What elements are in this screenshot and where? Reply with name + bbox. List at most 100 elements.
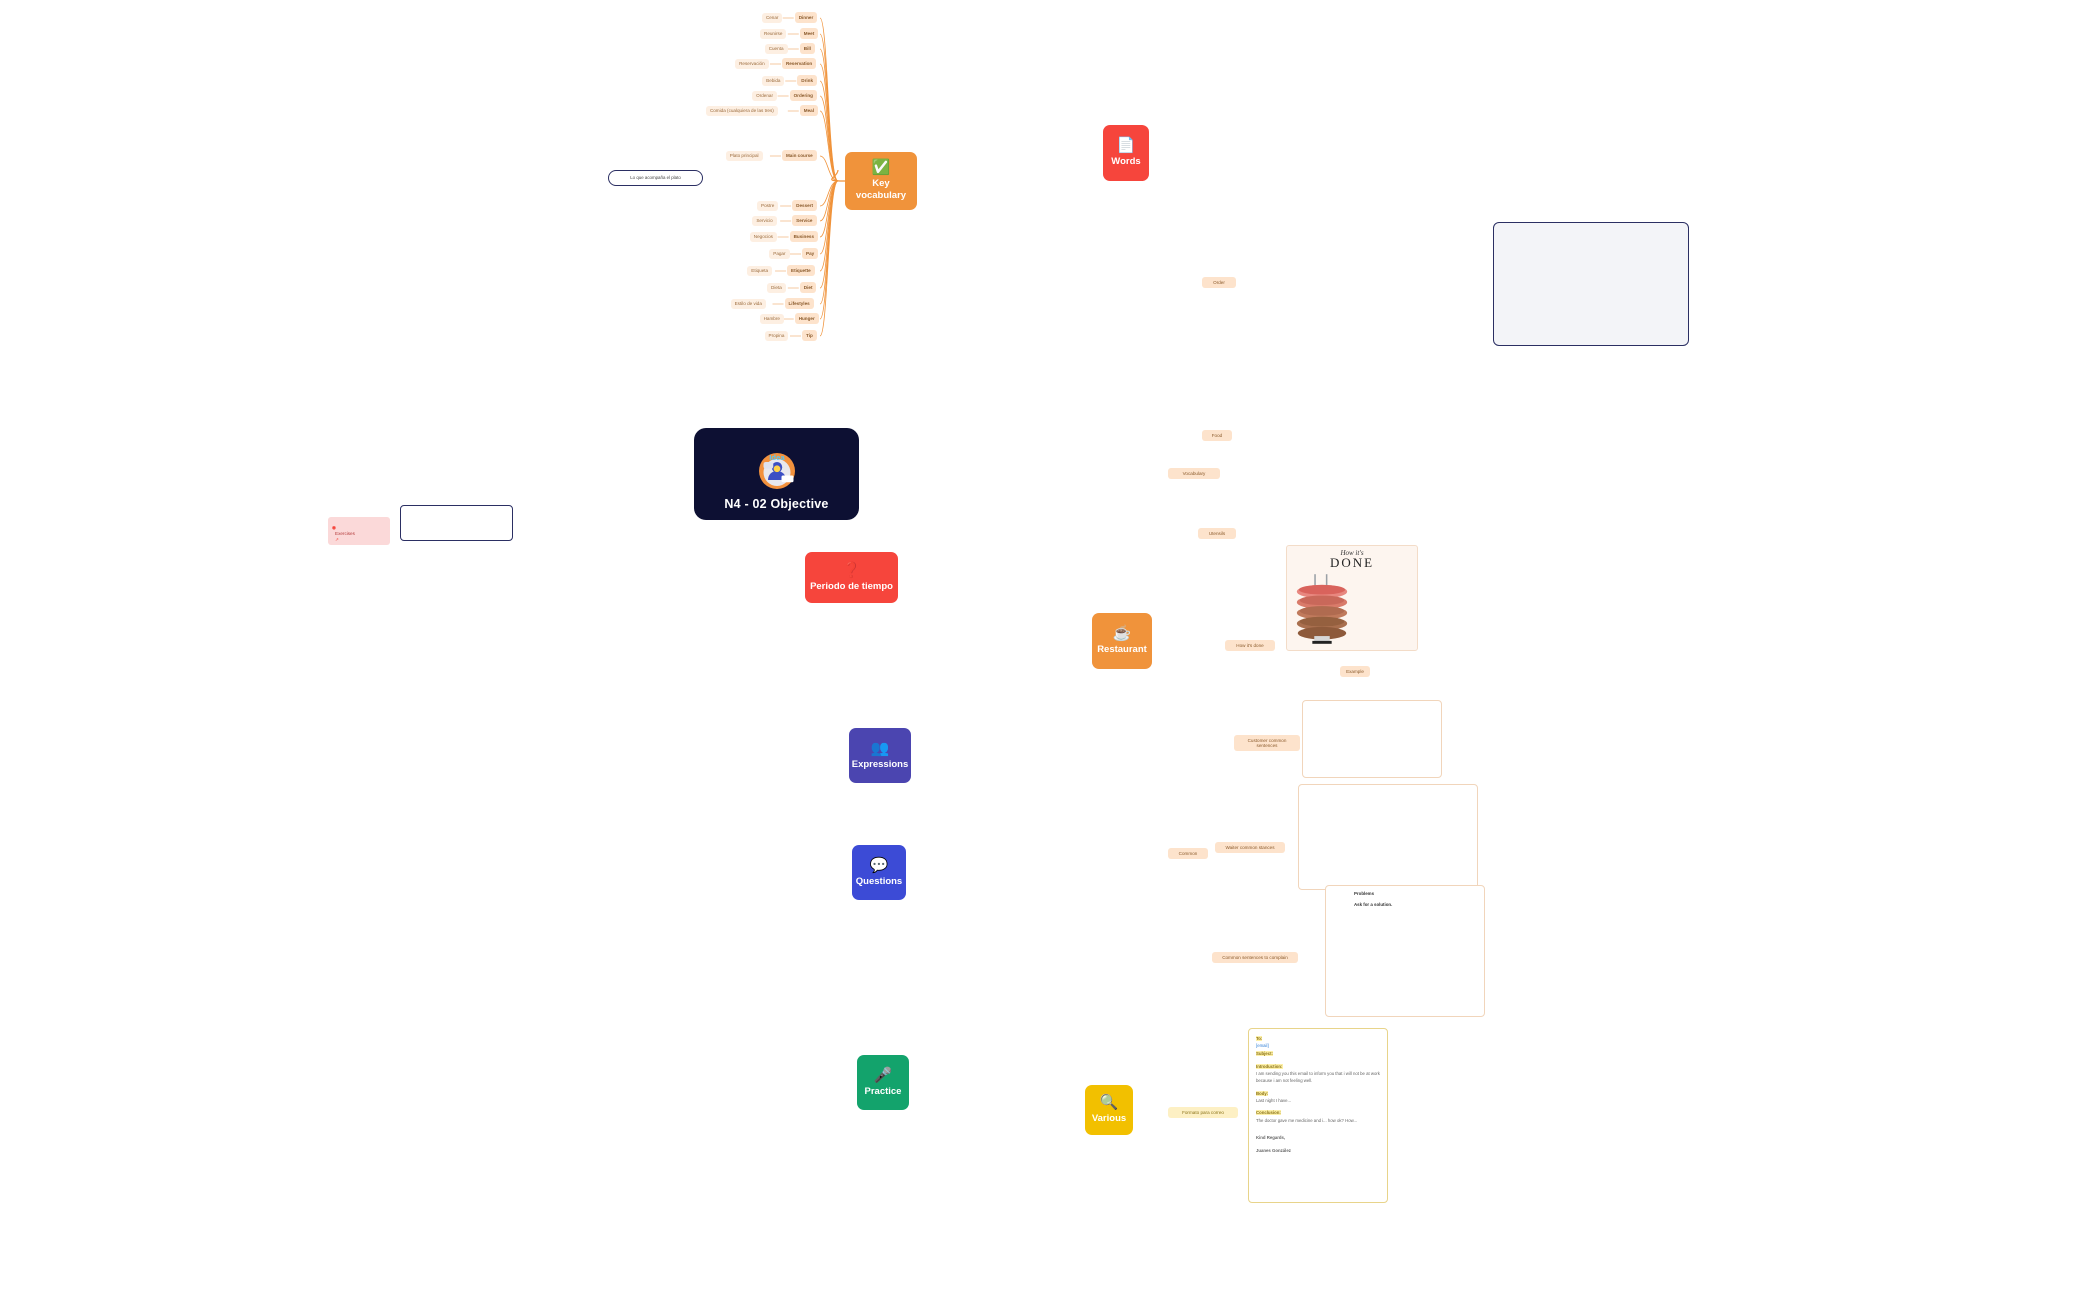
email-body-text: Last night I have... (1256, 1098, 1292, 1104)
customer-common-sentences-label[interactable]: Customer common sentences (1234, 735, 1300, 752)
kv-en-drink[interactable]: Drink (797, 75, 817, 86)
how-its-done-label[interactable]: How it's done (1225, 640, 1275, 651)
kv-en-lifestyles[interactable]: Lifestyles (784, 298, 814, 309)
kv-es-2[interactable]: Cuenta (764, 43, 788, 55)
topic-restaurant-label: Restaurant (1097, 644, 1147, 656)
topic-periodo-de-tiempo[interactable]: ❓ Periodo de tiempo (805, 552, 898, 603)
topic-key-vocabulary[interactable]: ✅ Key vocabulary (845, 152, 917, 210)
kv-es-13[interactable]: Dieta (767, 282, 786, 294)
poster-big-title: DONE (1329, 555, 1375, 570)
topic-various[interactable]: 🔍 Various (1085, 1085, 1133, 1135)
question-mark-icon: ❓ (842, 561, 861, 579)
kv-es-11[interactable]: Pagar (769, 248, 790, 260)
email-body-label: Body: (1256, 1090, 1269, 1096)
kv-es-7[interactable]: Plato principal (725, 150, 763, 162)
email-conclusion-label: Conclusion: (1256, 1110, 1281, 1116)
topic-restaurant[interactable]: ☕ Restaurant (1092, 613, 1152, 669)
complain-card: Problems Ask for a solution. (1325, 885, 1485, 1017)
problems-title: Problems (1354, 891, 1375, 896)
kv-es-3[interactable]: Reservación (735, 58, 769, 70)
topic-expressions-label: Expressions (851, 758, 909, 770)
poster-script-title: How it's (1340, 549, 1364, 557)
topic-words[interactable]: 📄 Words (1103, 125, 1149, 181)
meeting-people-icon: 👥 (870, 739, 890, 757)
how-its-done-poster: How it's DONE (1286, 545, 1418, 651)
svg-text:Idea: Idea (769, 453, 785, 462)
kv-es-1[interactable]: Reunirse (760, 28, 787, 40)
kv-es-8[interactable]: Postre (757, 200, 779, 212)
central-node[interactable]: Idea N4 - 02 Objective (694, 428, 859, 520)
common-label[interactable]: Common (1168, 848, 1208, 859)
order-label[interactable]: Order (1202, 277, 1236, 288)
kv-en-service[interactable]: Service (792, 215, 817, 226)
solution-title: Ask for a solution. (1354, 902, 1393, 907)
topic-periodo-label: Periodo de tiempo (810, 580, 893, 592)
microphone-icon: 🎤 (873, 1066, 893, 1084)
formato-correo-label[interactable]: Formato para correo (1168, 1107, 1238, 1118)
utensils-label[interactable]: Utensils (1198, 528, 1236, 539)
kv-en-diet[interactable]: Diet (799, 282, 817, 293)
email-signoff: Kind Regards, (1256, 1134, 1286, 1140)
customer-sentences-card (1302, 700, 1442, 778)
email-signature: Juanes González (1256, 1148, 1291, 1154)
kv-en-business[interactable]: Business (789, 231, 819, 242)
coffee-cup-icon: ☕ (1112, 625, 1132, 643)
email-intro-body: I am sending you this email to inform yo… (1256, 1071, 1380, 1084)
topic-practice[interactable]: 🎤 Practice (857, 1055, 909, 1110)
kv-en-dinner[interactable]: Dinner (794, 12, 818, 23)
waiter-stances-card (1298, 784, 1478, 890)
kv-en-meet[interactable]: Meet (799, 28, 819, 39)
exercises-chip[interactable]: ◉ Exercises ↗ (328, 517, 390, 545)
kv-en-etiquette[interactable]: Etiquette (787, 265, 815, 276)
topic-questions[interactable]: 💬 Questions (852, 845, 906, 900)
waiter-common-stances-label[interactable]: Waiter common stances (1215, 842, 1285, 853)
topic-key-vocabulary-label: Key vocabulary (855, 178, 907, 201)
example-label[interactable]: Example (1340, 666, 1370, 677)
topic-words-label: Words (1111, 156, 1141, 168)
email-subject-label: Subject: (1256, 1050, 1273, 1056)
kv-es-12[interactable]: Etiqueta (747, 265, 773, 277)
kv-en-ordering[interactable]: Ordering (789, 90, 817, 101)
external-link-icon[interactable]: ↗ (335, 536, 339, 542)
email-template-card: To: [email] Subject: Introduction: I am … (1248, 1028, 1388, 1203)
exercises-label: Exercises (335, 530, 355, 536)
exercises-card (400, 505, 513, 541)
kv-es-15[interactable]: Hambre (759, 313, 784, 325)
food-label[interactable]: Food (1202, 430, 1232, 441)
email-conclusion-text: The doctor gave me medicine and i... how… (1256, 1117, 1358, 1123)
topic-questions-label: Questions (855, 875, 903, 887)
vocabulary-label[interactable]: Vocabulary (1168, 468, 1220, 479)
kv-es-0[interactable]: Cenar (761, 12, 783, 24)
menu-table-card[interactable] (1493, 222, 1689, 346)
kv-en-bill[interactable]: Bill (799, 43, 815, 54)
kv-en-tip[interactable]: Tip (802, 330, 817, 341)
kv-en-main-course[interactable]: Main course (781, 150, 817, 161)
kv-en-hunger[interactable]: Hunger (794, 313, 819, 324)
kv-es-10[interactable]: Negocios (749, 231, 777, 243)
kv-en-reservation[interactable]: Reservation (781, 58, 817, 69)
kv-es-14[interactable]: Estilo de vida (730, 298, 766, 310)
document-search-icon: 📄 (1116, 137, 1136, 155)
green-check-badge-icon: ✅ (871, 159, 891, 177)
kv-es-5[interactable]: Ordenar (752, 90, 777, 102)
kv-en-pay[interactable]: Pay (802, 248, 819, 259)
email-intro-label: Introduction: (1256, 1063, 1283, 1069)
idea-lightbulb-icon: Idea (758, 453, 795, 490)
kv-en-meal[interactable]: Meal (799, 105, 819, 116)
steak-stack-icon (1296, 574, 1348, 644)
kv-es-4[interactable]: Bebida (762, 75, 785, 87)
email-to-label: To: (1256, 1036, 1263, 1041)
central-title: N4 - 02 Objective (724, 497, 829, 512)
topic-various-label: Various (1091, 1113, 1127, 1125)
side-dish-note: Lo que acompaña el plato (608, 170, 703, 186)
exercises-bullet-icon: ◉ (332, 525, 337, 531)
kv-es-6[interactable]: Comida (cualquiera de las tres) (705, 105, 778, 117)
email-to-value: [email] (1256, 1043, 1269, 1049)
kv-es-9[interactable]: Servicio (752, 215, 777, 227)
kv-en-dessert[interactable]: Dessert (792, 200, 817, 211)
topic-expressions[interactable]: 👥 Expressions (849, 728, 911, 783)
topic-practice-label: Practice (864, 1085, 902, 1097)
complain-label[interactable]: Common sentences to complain (1212, 952, 1298, 963)
kv-es-16[interactable]: Propina (764, 330, 789, 342)
magnifier-icon: 🔍 (1099, 1094, 1119, 1112)
